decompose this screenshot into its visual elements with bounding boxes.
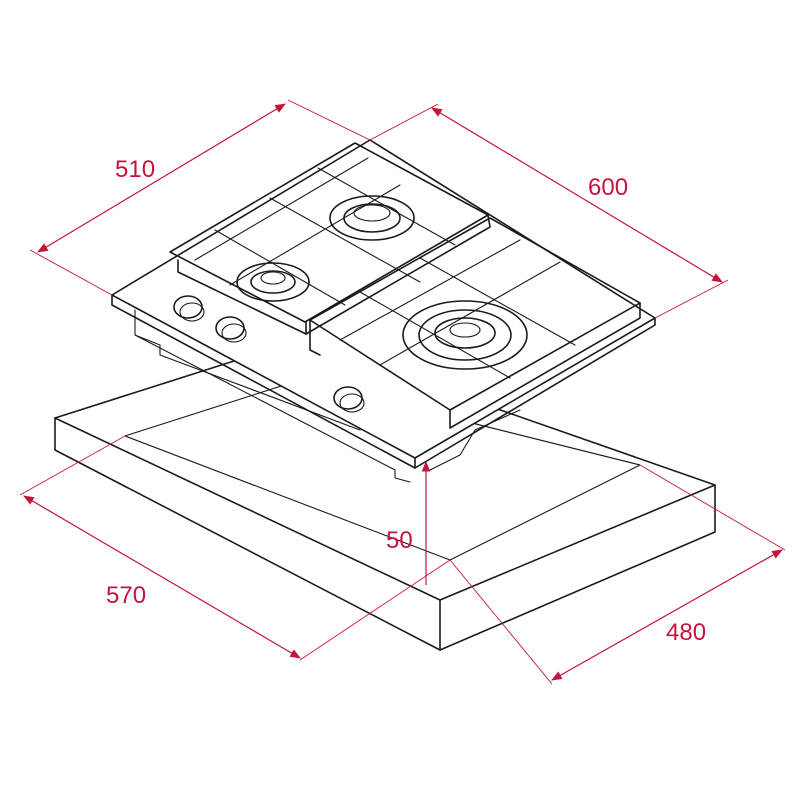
knob-3 (333, 386, 365, 413)
dimension-510: 510 (29, 99, 371, 296)
dimension-480-label: 480 (666, 619, 706, 646)
dimension-570-label: 570 (106, 582, 146, 609)
hob-body (111, 139, 656, 483)
dimension-50-label: 50 (386, 527, 413, 554)
dimension-50: 50 (386, 460, 431, 585)
knob-2 (215, 316, 247, 343)
dimension-600: 600 (369, 103, 729, 319)
dimension-570: 570 (19, 435, 451, 661)
dimension-480: 480 (449, 464, 786, 685)
control-knobs (173, 295, 365, 413)
dimension-510-label: 510 (115, 156, 155, 183)
knob-1 (173, 295, 205, 322)
dimension-600-label: 600 (588, 174, 628, 201)
